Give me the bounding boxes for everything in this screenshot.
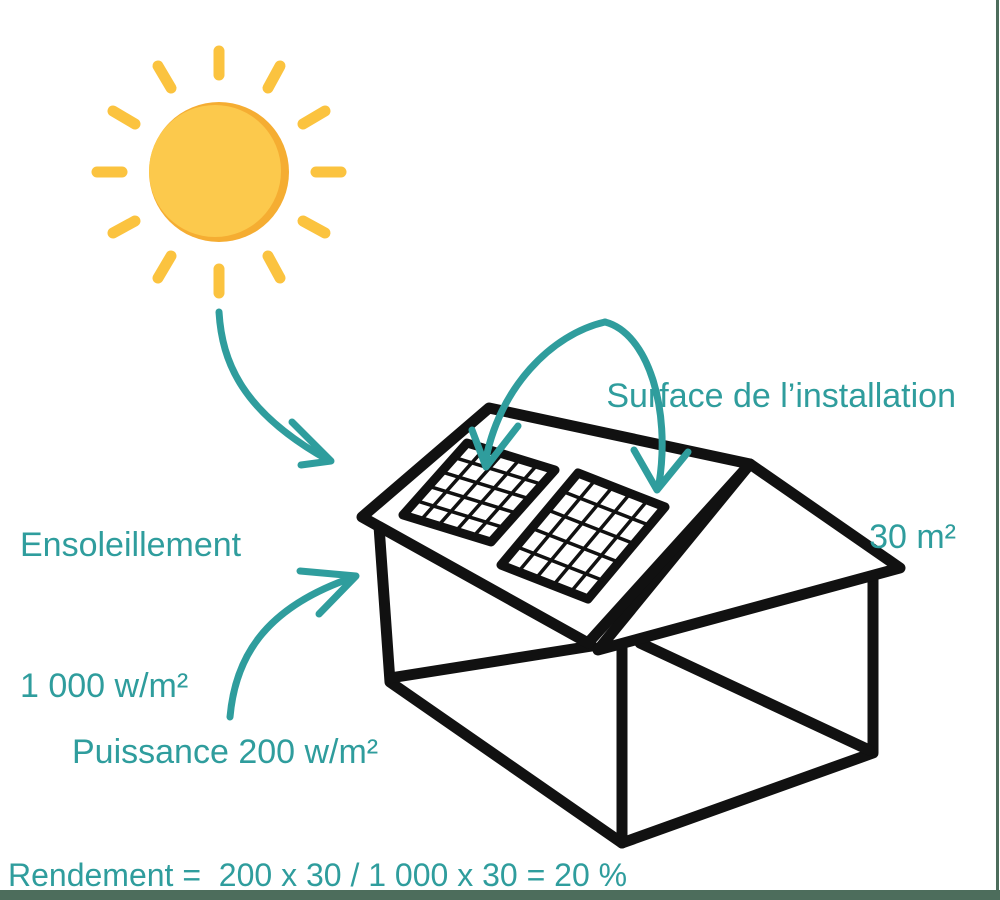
sun-rays-icon [91, 45, 347, 299]
curved-arrows [215, 308, 692, 721]
ensoleillement-label-value: 1 000 w/m² [20, 667, 189, 705]
sun-icon [91, 45, 347, 299]
house-front-eave [384, 640, 598, 684]
house-left-wall-edge [373, 520, 628, 849]
solar-panel-right-icon [501, 473, 665, 599]
house-drawing [356, 402, 906, 849]
right-accent-border [996, 0, 999, 900]
ensoleillement-label: Ensoleillement 1 000 w/m² [20, 428, 241, 804]
house-gable [592, 458, 906, 656]
surface-double-arrow [468, 318, 692, 494]
puissance-label: Puissance 200 w/m² [72, 733, 379, 771]
surface-label: Surface de l’installation 30 m² [606, 279, 956, 655]
bottom-accent-bar [0, 890, 1000, 900]
rendement-formula: Rendement = 200 x 30 / 1 000 x 30 = 20 % [8, 857, 628, 893]
puissance-arrow [226, 567, 360, 721]
sun-core-circle [149, 105, 281, 237]
sun-to-roof-arrow [215, 308, 335, 469]
solar-panel-left-icon [403, 443, 555, 542]
ensoleillement-label-line1: Ensoleillement [20, 526, 242, 564]
surface-label-line1: Surface de l’installation [606, 377, 956, 415]
house-right-wall-diagonal [634, 637, 875, 756]
surface-label-value: 30 m² [869, 518, 956, 556]
